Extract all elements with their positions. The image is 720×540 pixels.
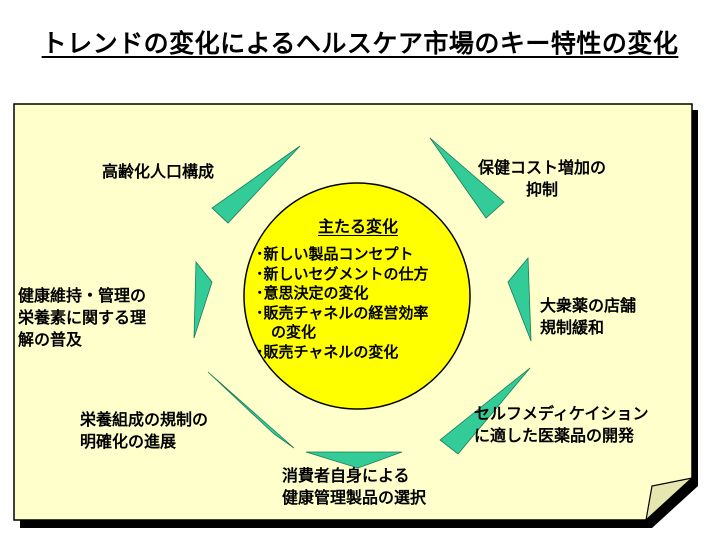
label-line: 解の普及 xyxy=(18,330,83,349)
label-line: 明確化の進展 xyxy=(80,432,177,451)
folded-corner xyxy=(645,476,694,522)
arrow-left xyxy=(193,260,213,339)
label-line: に適した医薬品の開発 xyxy=(474,426,635,445)
page-title: トレンドの変化によるヘルスケア市場のキー特性の変化 xyxy=(41,29,679,58)
label-line: 栄養素に関する理 xyxy=(18,308,147,327)
center-change-list: ･新しい製品コンセプト ･新しいセグメントの仕方 ･意思決定の変化 ･販売チャネ… xyxy=(256,245,429,362)
label-line: 抑制 xyxy=(526,180,559,199)
arrow-top-right xyxy=(429,137,505,219)
label-nutrition-regulation: 栄養組成の規制の 明確化の進展 xyxy=(80,409,208,453)
arrow-top-left xyxy=(211,145,301,224)
label-self-medication: セルフメディケイション に適した医薬品の開発 xyxy=(474,403,649,447)
label-line: 規制緩和 xyxy=(540,318,605,337)
label-line: 栄養組成の規制の xyxy=(80,410,209,429)
label-line: 健康維持・管理の xyxy=(18,286,147,305)
arrow-bottom-right xyxy=(439,367,531,455)
label-line: 健康管理製品の選択 xyxy=(282,488,427,507)
center-item: ･新しい製品コンセプト xyxy=(256,245,414,263)
center-item: ･新しいセグメントの仕方 xyxy=(256,264,429,283)
center-item: ･販売チャネルの経営効率 xyxy=(256,303,429,322)
label-line: 消費者自身による xyxy=(282,466,410,485)
center-item: ･意思決定の変化 xyxy=(256,284,369,302)
label-line: 大衆薬の店舗 xyxy=(540,296,637,315)
arrow-bottom-left xyxy=(207,371,295,449)
label-line: セルフメディケイション xyxy=(474,404,649,423)
center-item: ･販売チャネルの変化 xyxy=(256,342,399,361)
center-item: の変化 xyxy=(256,323,317,341)
center-circle xyxy=(243,182,471,410)
label-aging-population: 高齢化人口構成 xyxy=(102,161,214,183)
arrow-right xyxy=(507,256,532,342)
label-otc-deregulation: 大衆薬の店舗 規制緩和 xyxy=(540,295,636,339)
label-nutrient-understanding: 健康維持・管理の 栄養素に関する理 解の普及 xyxy=(18,285,146,351)
label-health-cost-control: 保健コスト増加の 抑制 xyxy=(478,157,606,201)
arrow-bottom xyxy=(305,451,403,469)
center-heading: 主たる変化 xyxy=(317,217,398,236)
label-consumer-choice: 消費者自身による 健康管理製品の選択 xyxy=(282,465,426,509)
label-line: 高齢化人口構成 xyxy=(102,162,215,181)
label-line: 保健コスト増加の xyxy=(478,158,607,177)
